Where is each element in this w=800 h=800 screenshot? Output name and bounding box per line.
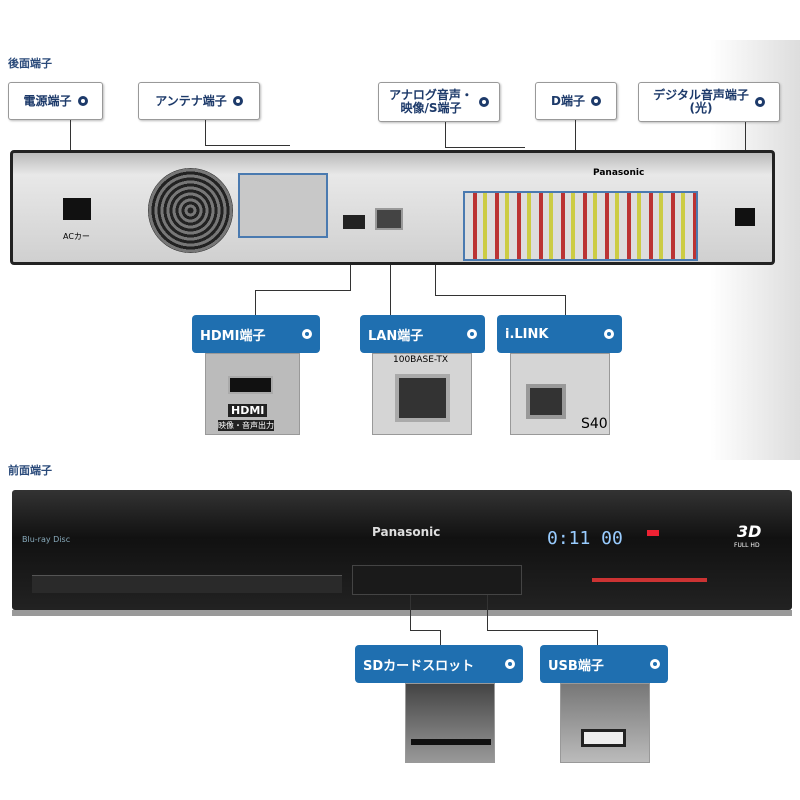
ilink-callout: i.LINK xyxy=(497,315,622,353)
sd-slot-callout: SDカードスロット xyxy=(355,645,523,683)
circle-icon xyxy=(302,329,312,339)
connector-line xyxy=(410,595,411,630)
circle-icon xyxy=(467,329,477,339)
usb-photo xyxy=(560,683,650,763)
connector-line xyxy=(255,290,256,315)
front-ports-door xyxy=(352,565,522,595)
rear-section-title: 後面端子 xyxy=(8,57,52,70)
connector-line xyxy=(255,290,351,291)
connector-line xyxy=(350,265,351,290)
connector-line xyxy=(597,630,598,645)
circle-icon xyxy=(590,96,601,106)
hdmi-port xyxy=(343,215,365,229)
record-indicator xyxy=(647,530,659,536)
sd-slot-photo xyxy=(405,683,495,763)
lan-photo: 100BASE-TX xyxy=(372,353,472,435)
front-brand: Panasonic xyxy=(372,525,441,539)
ilink-spec: S40 xyxy=(581,416,608,432)
rear-panel: ACカー Panasonic xyxy=(10,150,775,265)
power-terminal-label: 電源端子 xyxy=(8,82,103,120)
lan-spec: 100BASE-TX xyxy=(393,355,448,365)
analog-av-terminals xyxy=(463,191,698,261)
hdmi-caption: 映像・音声出力 xyxy=(218,420,274,431)
connector-line xyxy=(410,630,440,631)
device-base xyxy=(12,610,792,616)
lan-port xyxy=(375,208,403,230)
front-section-title: 前面端子 xyxy=(8,464,52,477)
hdmi-callout: HDMI端子 xyxy=(192,315,320,353)
analog-terminal-label: アナログ音声・映像/S端子 xyxy=(378,82,500,122)
connector-line xyxy=(487,630,597,631)
circle-icon xyxy=(754,97,765,107)
sd-slot xyxy=(411,739,491,745)
circle-icon xyxy=(478,97,489,107)
ac-text: ACカー xyxy=(63,232,90,241)
circle-icon xyxy=(232,96,243,106)
usb-port xyxy=(581,729,626,747)
3d-badge: 3D xyxy=(737,522,762,541)
usb-callout: USB端子 xyxy=(540,645,668,683)
circle-icon xyxy=(604,329,614,339)
connector-line xyxy=(445,122,446,147)
bluray-logo: Blu-ray Disc xyxy=(22,535,71,544)
hdmi-port xyxy=(228,376,273,394)
connector-line xyxy=(487,595,488,630)
antenna-terminal-label: アンテナ端子 xyxy=(138,82,260,120)
front-display: 0:11 00 xyxy=(547,528,623,549)
circle-icon xyxy=(505,659,515,669)
ilink-photo: S40 xyxy=(510,353,610,435)
rear-brand: Panasonic xyxy=(593,168,645,178)
connector-line xyxy=(435,265,436,295)
lan-callout: LAN端子 xyxy=(360,315,485,353)
connector-line xyxy=(440,630,441,645)
antenna-terminals xyxy=(238,173,328,238)
connector-line xyxy=(390,265,391,315)
ac-inlet xyxy=(63,198,91,220)
front-panel: Blu-ray Disc Panasonic 0:11 00 3D FULL H… xyxy=(12,490,792,610)
optical-port xyxy=(735,208,755,226)
ilink-port xyxy=(526,384,566,419)
digital-audio-label: デジタル音声端子(光) xyxy=(638,82,780,122)
hdmi-logo: HDMI xyxy=(228,404,268,417)
circle-icon xyxy=(650,659,660,669)
hdmi-photo: HDMI 映像・音声出力 xyxy=(205,353,300,435)
d-terminal-label: D端子 xyxy=(535,82,617,120)
circle-icon xyxy=(77,96,88,106)
connector-line xyxy=(435,295,565,296)
connector-line xyxy=(445,147,525,148)
card-slot-light xyxy=(592,578,707,582)
connector-line xyxy=(565,295,566,315)
disc-tray xyxy=(32,575,342,593)
connector-line xyxy=(205,120,206,145)
lan-port xyxy=(395,374,450,422)
full-hd-badge: FULL HD xyxy=(734,542,760,549)
connector-line xyxy=(205,145,290,146)
fan-grille xyxy=(148,168,233,253)
